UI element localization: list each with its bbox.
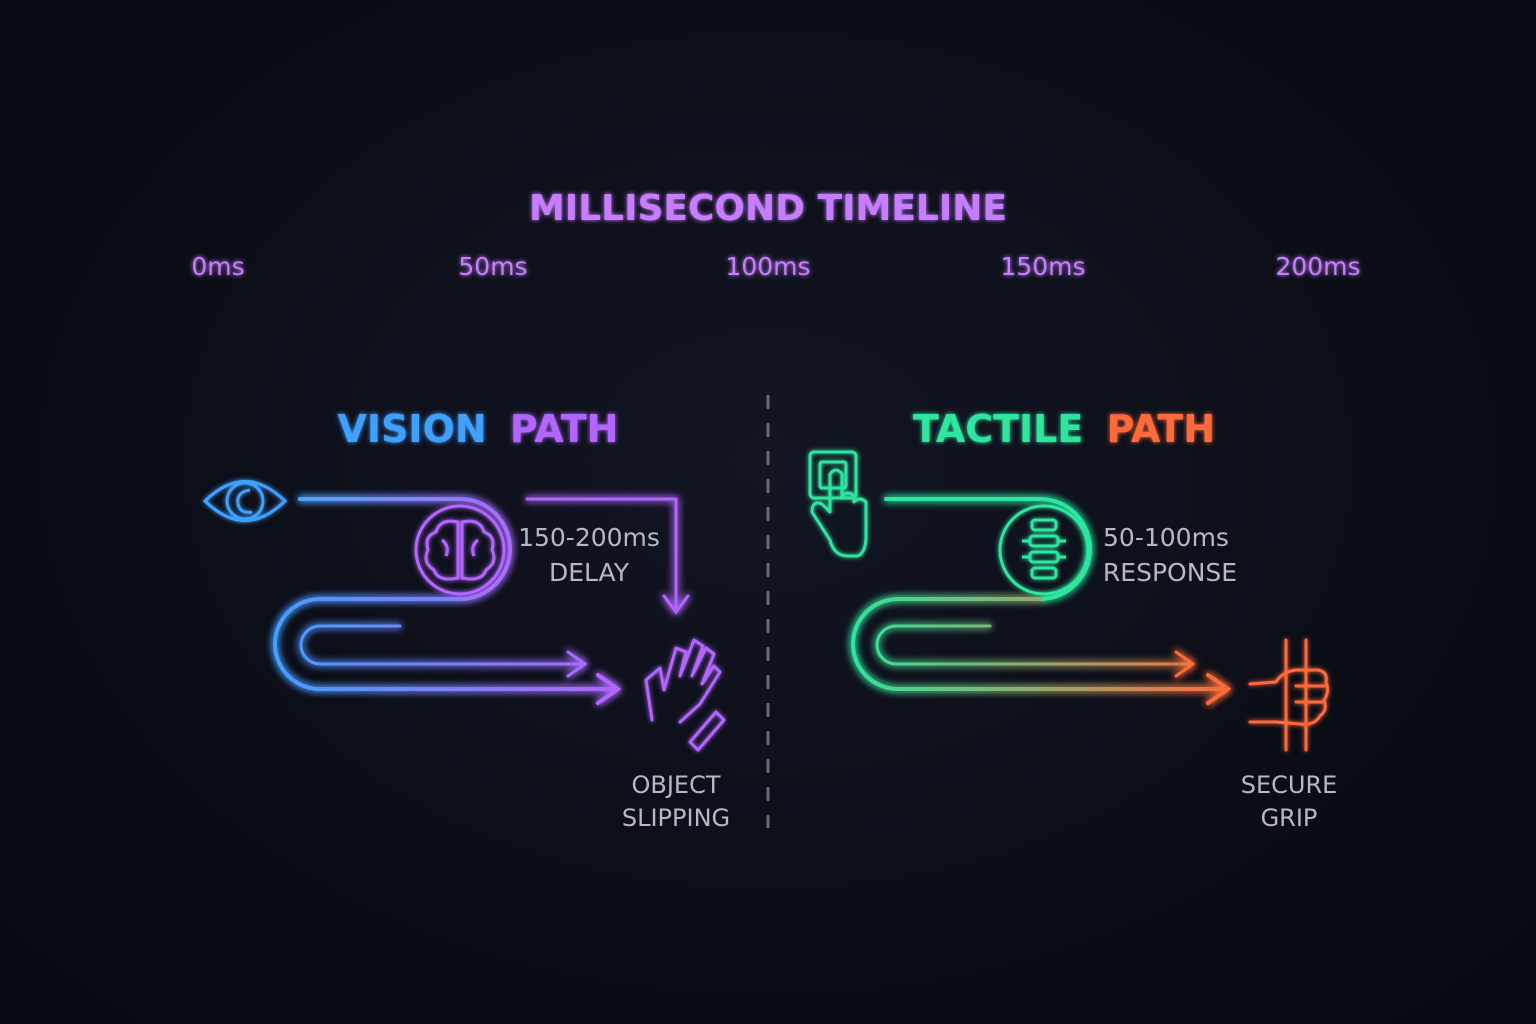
vision-path-title: VISION PATH [338, 407, 619, 451]
tactile-title-word: TACTILE [913, 407, 1084, 451]
vision-outcome-line1: OBJECT [631, 771, 720, 799]
spine-icon [998, 504, 1090, 596]
tactile-response-label: RESPONSE [1103, 558, 1237, 587]
vision-delay-label: DELAY [549, 558, 630, 587]
touch-sensor-icon [808, 450, 868, 558]
tactile-outcome-line1: SECURE [1241, 771, 1338, 799]
timeline-tick-label: 50ms [458, 252, 527, 281]
vision-outcome-line2: SLIPPING [622, 804, 730, 832]
timeline-title: MILLISECOND TIMELINE [529, 188, 1007, 229]
slipping-hand-icon [644, 638, 726, 752]
tactile-path: TACTILE PATH 50-1 [808, 407, 1338, 832]
brain-icon [414, 504, 506, 596]
eye-icon [202, 480, 288, 522]
timeline-tick-label: 100ms [725, 252, 810, 281]
tactile-outcome-line2: GRIP [1261, 804, 1318, 832]
timeline-ticks: 0ms 50ms 100ms 150ms 200ms [191, 252, 1361, 338]
vision-path: VISION PATH 150-200ms [202, 407, 730, 832]
vision-delay-value: 150-200ms [518, 523, 660, 552]
tactile-path-title: TACTILE PATH [913, 407, 1215, 451]
vision-title-word: VISION [338, 407, 487, 451]
timeline: MILLISECOND TIMELINE 0ms 50ms 100ms 150ms 20… [191, 188, 1361, 338]
tactile-title-path-word: PATH [1107, 407, 1216, 451]
tactile-response-value: 50-100ms [1103, 523, 1229, 552]
vision-flow-ribbon [273, 497, 690, 705]
vision-title-path-word: PATH [510, 407, 619, 451]
gripping-hand-icon [1248, 638, 1330, 752]
tactile-flow-ribbon [851, 497, 1232, 705]
timeline-tick-label: 200ms [1275, 252, 1360, 281]
timeline-tick-label: 0ms [191, 252, 244, 281]
timeline-tick-label: 150ms [1000, 252, 1085, 281]
